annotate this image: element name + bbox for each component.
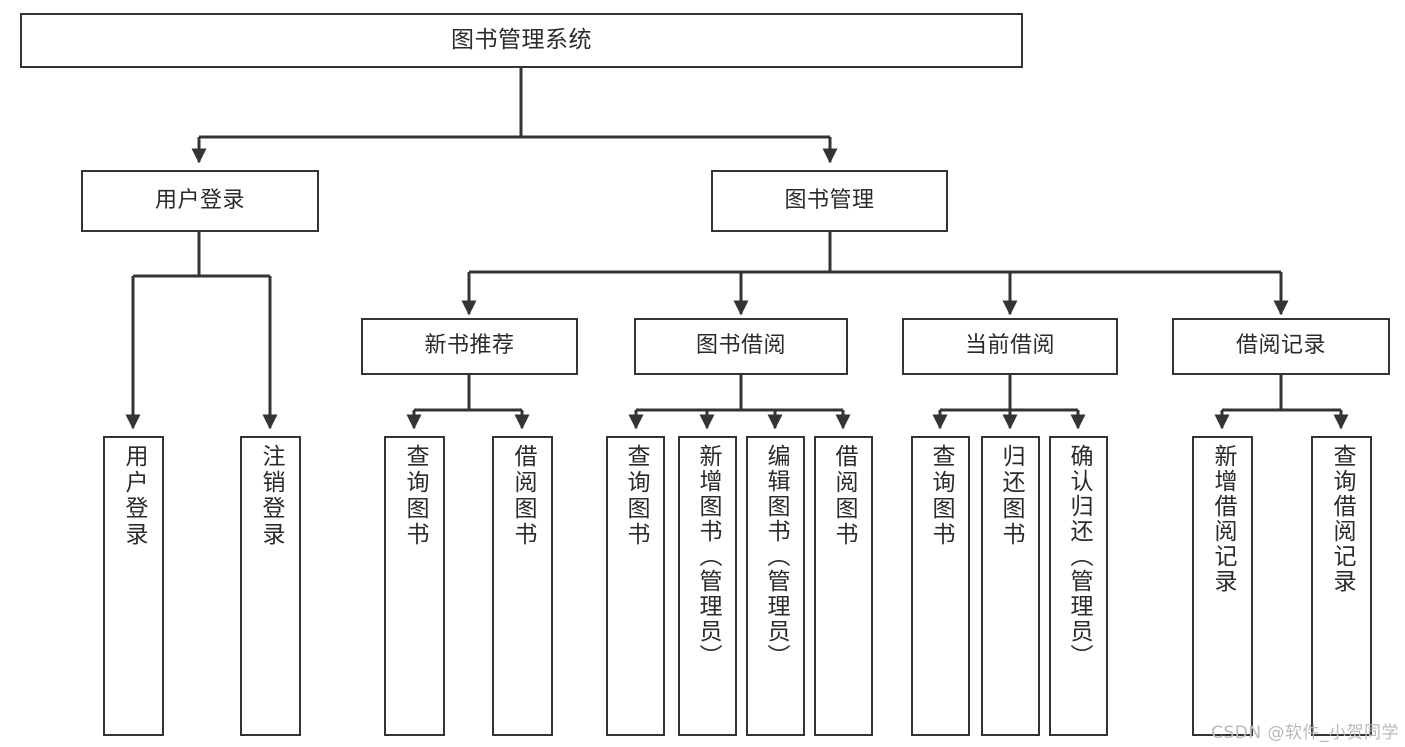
leaf-borrow-books-newbook[interactable]: 借阅图书	[492, 436, 553, 736]
leaf-query-books-newbook-label: 查询图书	[402, 444, 428, 548]
node-new-book-recommend-label: 新书推荐	[424, 333, 515, 359]
leaf-query-borrow-record-label: 查询借阅记录	[1329, 444, 1355, 594]
leaf-query-books-current[interactable]: 查询图书	[911, 436, 970, 736]
leaf-add-borrow-record[interactable]: 新增借阅记录	[1192, 436, 1253, 736]
leaf-logout[interactable]: 注销登录	[240, 436, 301, 736]
leaf-return-books-label: 归还图书	[998, 444, 1024, 548]
node-book-management[interactable]: 图书管理	[711, 170, 948, 232]
node-book-borrow-label: 图书借阅	[695, 333, 786, 359]
node-borrow-records[interactable]: 借阅记录	[1172, 318, 1390, 375]
leaf-user-login[interactable]: 用户登录	[103, 436, 164, 736]
leaf-user-login-label: 用户登录	[121, 444, 147, 548]
leaf-borrow-books-borrow-label: 借阅图书	[831, 444, 857, 548]
leaf-query-books-newbook[interactable]: 查询图书	[384, 436, 445, 736]
watermark: CSDN @软件_小贺同学	[1211, 723, 1399, 743]
leaf-query-books-borrow-label: 查询图书	[623, 444, 649, 548]
node-book-borrow[interactable]: 图书借阅	[634, 318, 848, 375]
leaf-confirm-return-admin[interactable]: 确认归还（管理员）	[1049, 436, 1108, 736]
leaf-add-borrow-record-label: 新增借阅记录	[1210, 444, 1236, 594]
leaf-query-borrow-record[interactable]: 查询借阅记录	[1311, 436, 1372, 736]
leaf-edit-book-admin[interactable]: 编辑图书（管理员）	[746, 436, 805, 736]
node-root[interactable]: 图书管理系统	[20, 13, 1023, 68]
leaf-confirm-return-admin-label: 确认归还（管理员）	[1066, 444, 1092, 669]
leaf-borrow-books-borrow[interactable]: 借阅图书	[814, 436, 873, 736]
leaf-query-books-current-label: 查询图书	[928, 444, 954, 548]
leaf-return-books[interactable]: 归还图书	[981, 436, 1040, 736]
leaf-add-book-admin-label: 新增图书（管理员）	[695, 444, 721, 669]
node-user-login[interactable]: 用户登录	[81, 170, 319, 232]
node-borrow-records-label: 借阅记录	[1235, 333, 1326, 359]
node-current-borrow[interactable]: 当前借阅	[902, 318, 1118, 375]
leaf-edit-book-admin-label: 编辑图书（管理员）	[763, 444, 789, 669]
leaf-logout-label: 注销登录	[258, 444, 284, 548]
leaf-add-book-admin[interactable]: 新增图书（管理员）	[678, 436, 737, 736]
node-book-management-label: 图书管理	[784, 187, 875, 213]
node-root-label: 图书管理系统	[451, 26, 592, 53]
node-user-login-label: 用户登录	[154, 187, 245, 213]
node-new-book-recommend[interactable]: 新书推荐	[361, 318, 578, 375]
node-current-borrow-label: 当前借阅	[964, 333, 1055, 359]
leaf-borrow-books-newbook-label: 借阅图书	[510, 444, 536, 548]
leaf-query-books-borrow[interactable]: 查询图书	[606, 436, 665, 736]
